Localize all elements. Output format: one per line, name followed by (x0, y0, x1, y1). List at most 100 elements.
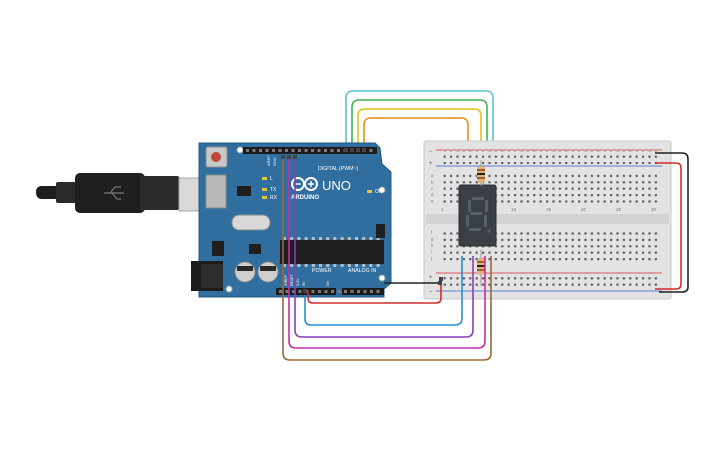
reset-button[interactable] (211, 152, 221, 162)
seven-segment-display[interactable] (458, 184, 497, 247)
smd-led-tx (262, 188, 267, 191)
wire-brown[interactable] (282, 157, 492, 361)
capacitor-mark (237, 266, 253, 271)
header-pin (291, 149, 295, 152)
header-pin (318, 290, 321, 293)
header-pin (324, 290, 328, 293)
rail-label-plus: + (429, 161, 433, 167)
header-pin (246, 149, 249, 152)
header-pin (362, 237, 366, 240)
header-pin (290, 264, 294, 267)
breadboard-label: i (431, 249, 432, 254)
wire-orange[interactable] (363, 117, 469, 160)
header-pin (337, 290, 341, 293)
header-pin (292, 290, 295, 293)
arduino-uno-board[interactable]: L TX RX UNO ARDUINO ON DIGITAL (PWM~) (191, 142, 392, 298)
usb-icon (104, 186, 124, 200)
resistor-bottom[interactable] (477, 250, 485, 286)
label-aref: AREF (266, 155, 271, 166)
board-model: UNO (322, 178, 351, 193)
wire-blue[interactable] (304, 256, 463, 326)
header-pin (331, 290, 334, 293)
header-pin (369, 149, 373, 152)
header-pin (355, 264, 358, 267)
analog-header[interactable] (342, 288, 384, 295)
chip-pins-top (283, 237, 380, 240)
label-3v3: 3.3V (296, 278, 300, 286)
wire-magenta[interactable] (288, 157, 486, 349)
breadboard-label: g (431, 236, 434, 241)
header-pin (304, 149, 308, 152)
breadboard-label: j (430, 256, 432, 261)
header-pin (279, 290, 282, 293)
label-5v: 5V (302, 281, 306, 286)
header-pin (317, 149, 321, 152)
label-tx: TX (270, 187, 277, 193)
header-pin (363, 290, 367, 293)
header-pin (272, 149, 275, 152)
usb-cable[interactable] (36, 173, 209, 213)
smd-led-l (262, 177, 267, 180)
logo-plus (308, 181, 314, 187)
wire-yellow[interactable] (357, 108, 482, 160)
header-pin (283, 237, 286, 240)
wire-red-5v[interactable] (307, 279, 442, 304)
header-pin (337, 149, 340, 152)
header-pin (376, 264, 380, 267)
wire-end-caps (281, 148, 443, 293)
display-body (458, 184, 497, 247)
label-ioref: IOREF (284, 274, 288, 286)
mount-hole (378, 186, 386, 194)
header-pin (290, 237, 294, 240)
header-pin (298, 149, 301, 152)
header-pin (330, 149, 334, 152)
header-pin (324, 149, 327, 152)
rail-label-minus: − (429, 149, 433, 155)
center-channel (426, 214, 669, 224)
header-pin (304, 264, 308, 267)
label-gnd: GND (272, 157, 277, 166)
label-on: ON (375, 189, 383, 195)
usb-jack (205, 174, 227, 209)
breadboard-label: a (431, 173, 434, 178)
arduino-logo (291, 177, 318, 191)
header-pin (283, 264, 286, 267)
digital-header[interactable] (243, 147, 377, 154)
display-segments (466, 197, 491, 233)
header-pin (340, 237, 344, 240)
header-pin (326, 264, 330, 267)
wire-red-rail[interactable] (655, 162, 682, 290)
mount-hole (236, 146, 244, 154)
header-pin (311, 149, 314, 152)
breadboard-label: 20 (581, 207, 587, 212)
header-pin (319, 237, 322, 240)
breadboard-label: 1 (441, 207, 444, 212)
label-power: POWER (312, 268, 332, 274)
wire-green[interactable] (351, 99, 488, 160)
mount-hole (225, 285, 233, 293)
icsp-header (376, 224, 385, 238)
header-pin (333, 237, 337, 240)
atmega-chip (280, 240, 384, 264)
header-pin (278, 149, 282, 152)
header-pin (265, 149, 269, 152)
wire-cyan[interactable] (345, 90, 494, 160)
breadboard-label: d (431, 192, 434, 197)
lower-wires (282, 152, 689, 361)
header-pin (319, 264, 322, 267)
wire-purple[interactable] (294, 157, 474, 338)
upper-wires (345, 90, 494, 160)
header-pin (326, 237, 330, 240)
usb-cable-tail (36, 186, 56, 199)
usb-plug-grip (140, 176, 180, 210)
wire-black-rail[interactable] (655, 152, 689, 293)
power-jack-front (201, 264, 223, 288)
resistor-top[interactable] (477, 160, 485, 186)
rail-label-minus-bottom: − (429, 289, 433, 295)
header-pin (347, 264, 351, 267)
header-pin (297, 237, 301, 240)
header-pin (297, 264, 301, 267)
breadboard-label: h (431, 243, 434, 248)
